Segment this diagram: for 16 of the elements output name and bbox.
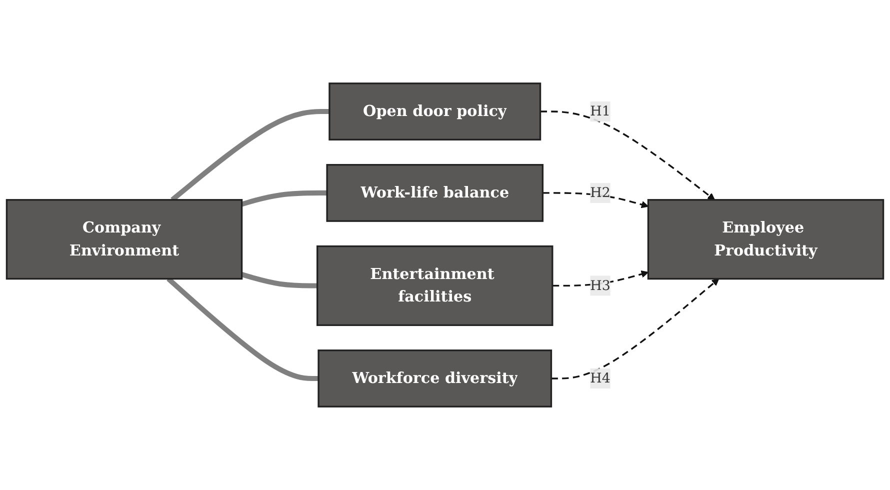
- node-box: Work-life balance: [326, 164, 544, 222]
- edge-label: H4: [590, 370, 610, 386]
- arrow: [540, 110, 716, 200]
- edge-label: H2: [590, 184, 610, 201]
- node-box: Workforce diversity: [318, 350, 552, 408]
- arrow: [542, 192, 649, 208]
- node-box: Employee Productivity: [647, 199, 884, 280]
- arrow: [551, 278, 720, 380]
- node-box: Entertainment facilities: [316, 245, 554, 326]
- edge-label: H3: [590, 277, 610, 294]
- connector: [241, 272, 318, 288]
- node-box: Open door policy: [328, 82, 542, 140]
- connector: [241, 190, 328, 207]
- arrow: [552, 270, 649, 287]
- node-box: Company Environment: [6, 199, 243, 280]
- edge-label: H1: [590, 103, 610, 120]
